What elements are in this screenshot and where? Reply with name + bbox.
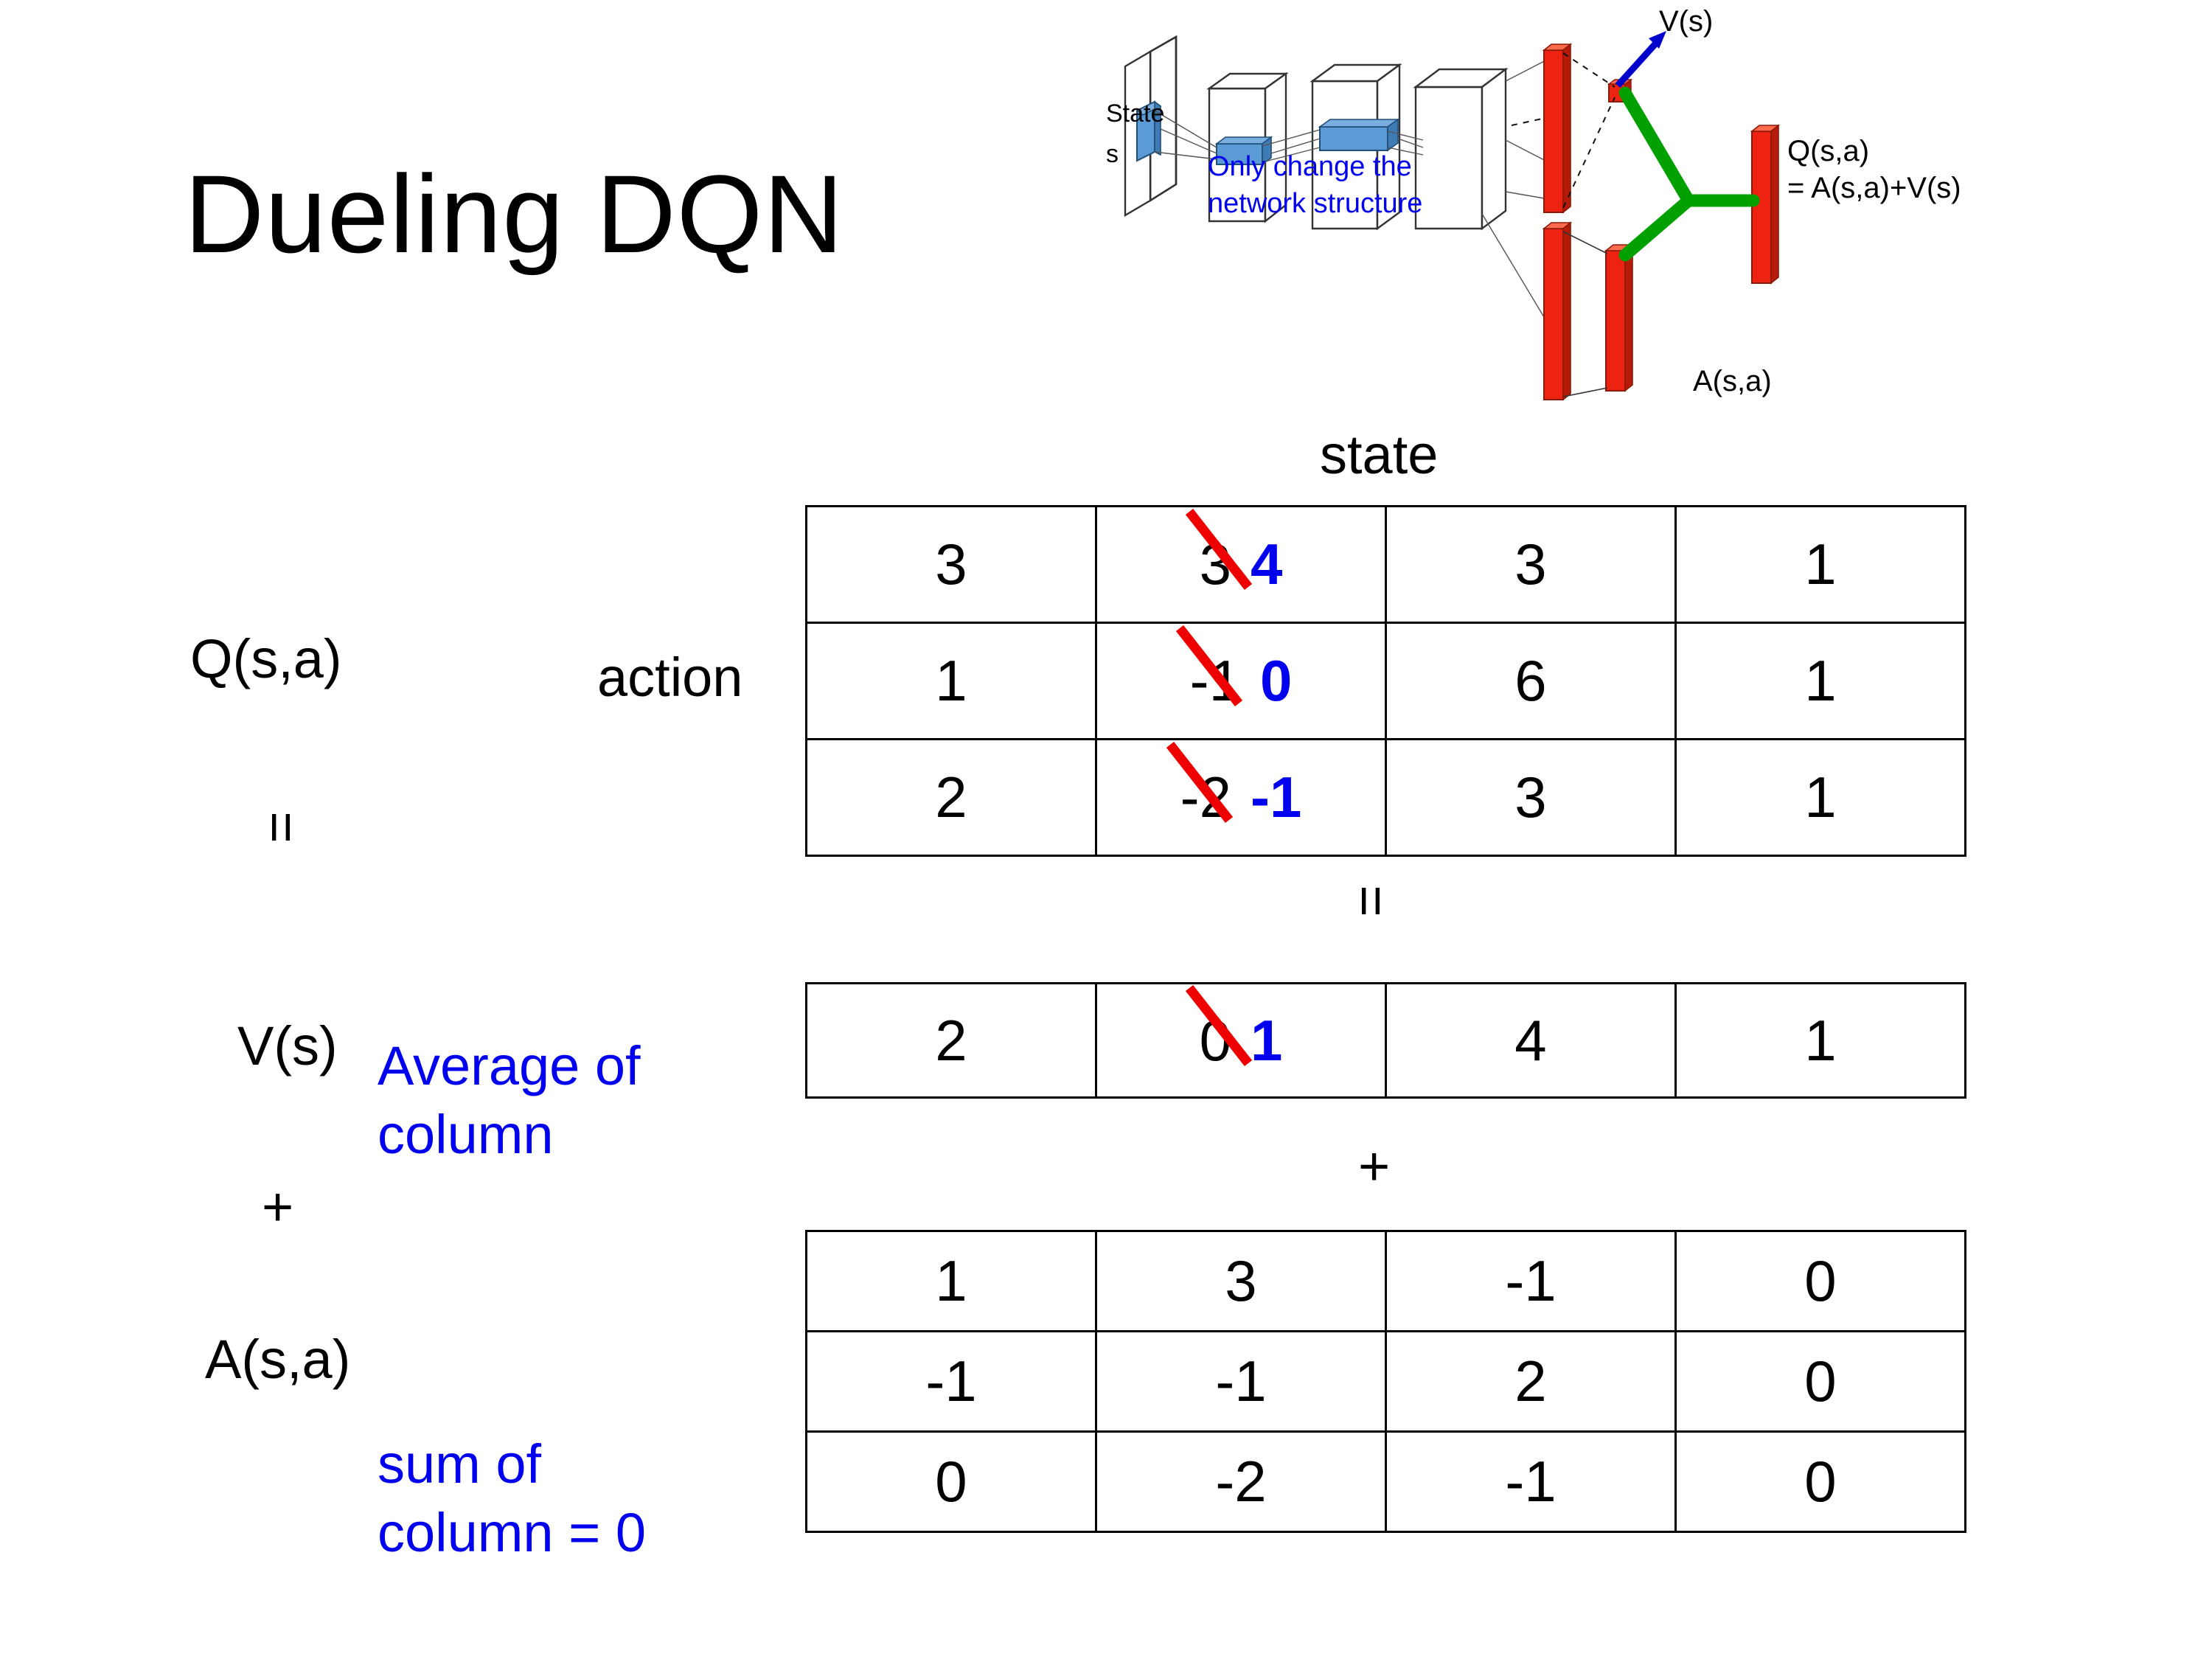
q-cell-r0c2[interactable]: 3 (1385, 505, 1677, 624)
table-row: 2 -2 -1 3 1 (805, 738, 1966, 857)
dueling-network-diagram: State s Only change the network structur… (1099, 7, 2190, 406)
advantage-value-table: 1 3 -1 0 -1 -1 2 0 0 -2 -1 0 (805, 1230, 1966, 1533)
q-cell-r0c1[interactable]: 3 4 (1095, 505, 1387, 624)
q-cell-r2c3[interactable]: 1 (1674, 738, 1966, 857)
equals-operator-left: = (251, 800, 313, 855)
q-cell-r2c0[interactable]: 2 (805, 738, 1097, 857)
old-value: -2 (1166, 741, 1233, 831)
q-function-label: Q(s,a) (190, 628, 342, 689)
q-cell-r1c3[interactable]: 1 (1674, 622, 1966, 740)
a-cell-r0c3[interactable]: 0 (1674, 1230, 1966, 1332)
diagram-q-label-line2: = A(s,a)+V(s) (1787, 172, 1961, 204)
diagram-note-line1: Only change the (1208, 151, 1412, 182)
v-cell-r0c1[interactable]: 0 1 (1095, 982, 1387, 1099)
old-value: 3 (1185, 508, 1252, 598)
a-cell-r2c3[interactable]: 0 (1674, 1430, 1966, 1533)
v-cell-r0c2[interactable]: 4 (1385, 982, 1677, 1099)
v-function-label: V(s) (237, 1015, 338, 1077)
diagram-value-label: V(s) (1659, 7, 1713, 38)
table-row: -1 -1 2 0 (805, 1330, 1966, 1433)
table-row: 1 -1 0 6 1 (805, 622, 1966, 740)
new-value: 1 (1251, 1007, 1283, 1073)
equals-glyph: = (251, 811, 313, 844)
v-cell-r0c3[interactable]: 1 (1674, 982, 1966, 1099)
equals-operator-middle: = (1341, 874, 1402, 928)
a-cell-r2c0[interactable]: 0 (805, 1430, 1097, 1533)
v-value-table: 2 0 1 4 1 (805, 982, 1966, 1099)
q-cell-r2c2[interactable]: 3 (1385, 738, 1677, 857)
diagram-state-label-line1: State (1106, 100, 1164, 128)
v-cell-r0c0[interactable]: 2 (805, 982, 1097, 1099)
sum-note-line2: column = 0 (378, 1501, 647, 1563)
action-axis-label: action (597, 647, 743, 708)
plus-operator-middle: + (1358, 1135, 1391, 1197)
new-value: 4 (1251, 532, 1283, 597)
q-cell-r1c1[interactable]: -1 0 (1095, 622, 1387, 740)
q-value-table: 3 3 4 3 1 1 -1 (805, 505, 1966, 857)
sum-note-line1: sum of (378, 1433, 542, 1495)
a-cell-r2c2[interactable]: -1 (1385, 1430, 1677, 1533)
diagram-q-label-line1: Q(s,a) (1787, 135, 1869, 167)
equals-glyph: = (1340, 885, 1402, 917)
old-value: 0 (1185, 984, 1252, 1074)
table-row: 2 0 1 4 1 (805, 982, 1966, 1099)
plus-operator-left: + (262, 1176, 294, 1237)
diagram-advantage-label: A(s,a) (1693, 365, 1772, 397)
new-value: 0 (1259, 648, 1293, 713)
a-cell-r0c0[interactable]: 1 (805, 1230, 1097, 1332)
old-value: -1 (1175, 625, 1242, 714)
a-cell-r1c0[interactable]: -1 (805, 1330, 1097, 1433)
table-row: 3 3 4 3 1 (805, 505, 1966, 624)
q-cell-r1c0[interactable]: 1 (805, 622, 1097, 740)
a-cell-r0c1[interactable]: 3 (1095, 1230, 1387, 1332)
diagram-state-label-line2: s (1106, 140, 1119, 168)
table-row: 1 3 -1 0 (805, 1230, 1966, 1332)
q-cell-r2c1[interactable]: -2 -1 (1095, 738, 1387, 857)
q-cell-r0c0[interactable]: 3 (805, 505, 1097, 624)
diagram-note-line2: network structure (1208, 188, 1422, 219)
state-axis-label: state (1320, 424, 1439, 485)
a-cell-r2c1[interactable]: -2 (1095, 1430, 1387, 1533)
page-title: Dueling DQN (184, 152, 844, 276)
new-value: -1 (1251, 765, 1302, 830)
a-cell-r0c2[interactable]: -1 (1385, 1230, 1677, 1332)
table-row: 0 -2 -1 0 (805, 1430, 1966, 1533)
sum-of-column-note: sum of column = 0 (378, 1430, 646, 1567)
a-cell-r1c2[interactable]: 2 (1385, 1330, 1677, 1433)
average-note-line2: column (378, 1103, 554, 1165)
average-note-line1: Average of (378, 1035, 641, 1096)
a-function-label: A(s,a) (205, 1329, 351, 1390)
a-cell-r1c1[interactable]: -1 (1095, 1330, 1387, 1433)
q-cell-r1c2[interactable]: 6 (1385, 622, 1677, 740)
average-of-column-note: Average of column (378, 1032, 641, 1169)
q-cell-r0c3[interactable]: 1 (1674, 505, 1966, 624)
a-cell-r1c3[interactable]: 0 (1674, 1330, 1966, 1433)
